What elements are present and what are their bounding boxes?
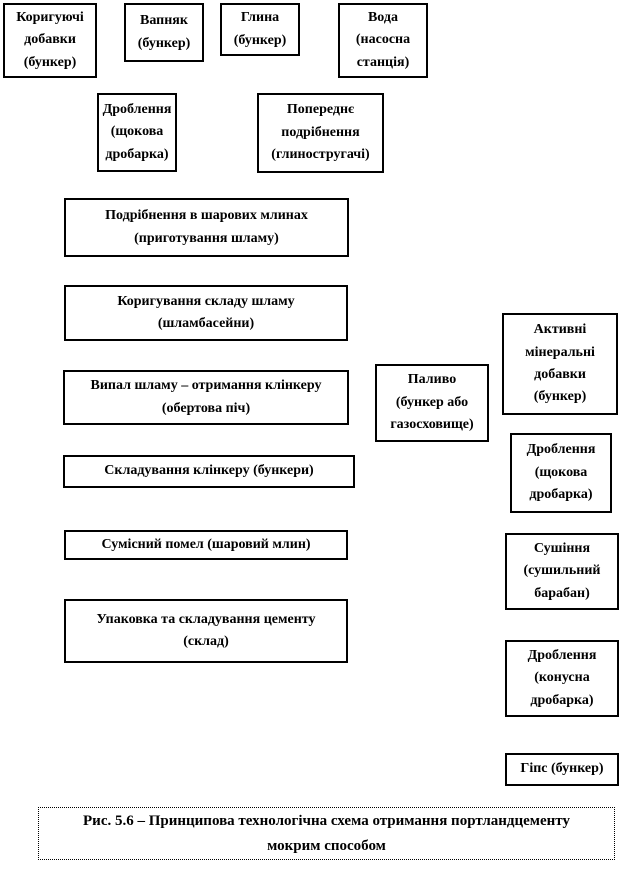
flow-box-water: Вода (насосна станція) [338, 3, 428, 78]
flow-box-slurry-correction: Коригування складу шламу (шламбасейни) [64, 285, 348, 341]
flow-box-cement-packing-label: Упаковка та складування цементу (склад) [96, 611, 316, 649]
flow-box-crushing-jaw-right-label: Дроблення (щокова дробарка) [526, 442, 596, 503]
flow-box-kiln-firing: Випал шламу – отримання клінкеру (оберто… [63, 370, 349, 425]
flow-box-kiln-firing-label: Випал шламу – отримання клінкеру (оберто… [90, 378, 322, 416]
flow-box-mill-grinding-label: Подрібнення в шарових млинах (приготуван… [105, 208, 308, 246]
flow-box-clinker-storage: Складування клінкеру (бункери) [63, 455, 355, 488]
figure-caption: Рис. 5.6 – Принципова технологічна схема… [38, 807, 615, 860]
flow-box-drying: Сушіння (сушильний барабан) [505, 533, 619, 610]
flow-box-mill-grinding: Подрібнення в шарових млинах (приготуван… [64, 198, 349, 257]
flow-box-active-mineral-additives: Активні мінеральні добавки (бункер) [502, 313, 618, 415]
figure-caption-text: Рис. 5.6 – Принципова технологічна схема… [83, 812, 570, 854]
flow-box-drying-label: Сушіння (сушильний барабан) [523, 540, 601, 601]
flow-box-crushing-jaw: Дроблення (щокова дробарка) [97, 93, 177, 172]
flow-box-clinker-storage-label: Складування клінкеру (бункери) [104, 463, 314, 479]
flow-box-crushing-jaw-label: Дроблення (щокова дробарка) [102, 101, 172, 162]
flow-box-crushing-cone-label: Дроблення (конусна дробарка) [527, 647, 597, 708]
flow-box-cement-packing: Упаковка та складування цементу (склад) [64, 599, 348, 663]
flow-box-gypsum-label: Гіпс (бункер) [520, 761, 604, 777]
flow-box-preliminary-grinding: Попереднє подрібнення (глиностругачі) [257, 93, 384, 173]
flow-box-fuel: Паливо (бункер або газосховище) [375, 364, 489, 442]
flow-box-limestone: Вапняк (бункер) [124, 3, 204, 62]
flow-box-slurry-correction-label: Коригування складу шламу (шламбасейни) [117, 293, 295, 331]
flow-box-joint-grinding: Сумісний помел (шаровий млин) [64, 530, 348, 560]
flow-box-water-label: Вода (насосна станція) [355, 9, 411, 70]
flow-box-crushing-jaw-right: Дроблення (щокова дробарка) [510, 433, 612, 513]
flow-box-preliminary-grinding-label: Попереднє подрібнення (глиностругачі) [271, 102, 370, 163]
flow-box-limestone-label: Вапняк (бункер) [137, 13, 191, 51]
flow-box-active-mineral-additives-label: Активні мінеральні добавки (бункер) [525, 322, 595, 405]
flow-box-joint-grinding-label: Сумісний помел (шаровий млин) [101, 536, 311, 552]
flow-box-fuel-label: Паливо (бункер або газосховище) [390, 372, 474, 433]
flow-box-corrective-additives-label: Коригуючі добавки (бункер) [16, 9, 84, 70]
flow-box-gypsum: Гіпс (бункер) [505, 753, 619, 786]
flow-box-clay: Глина (бункер) [220, 3, 300, 56]
flow-box-crushing-cone: Дроблення (конусна дробарка) [505, 640, 619, 717]
flow-box-corrective-additives: Коригуючі добавки (бункер) [3, 3, 97, 78]
flow-box-clay-label: Глина (бункер) [233, 10, 287, 48]
